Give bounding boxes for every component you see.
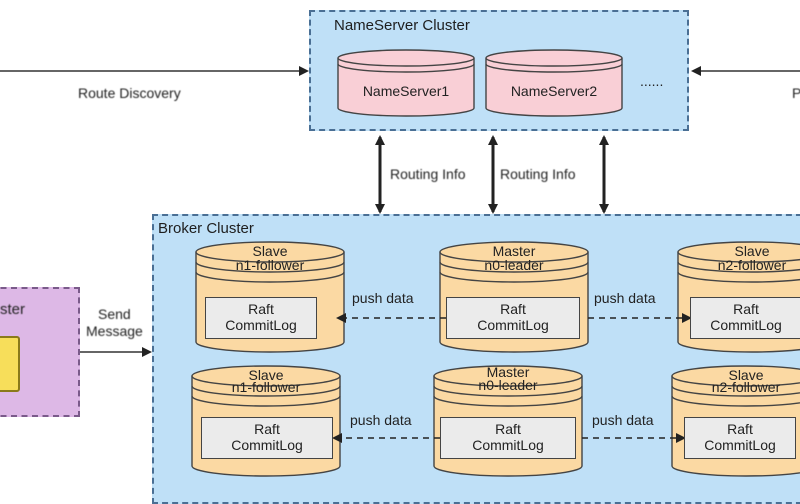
broker-cluster-title: Broker Cluster: [158, 220, 254, 237]
raft-label: Raft: [254, 421, 280, 437]
raft-commitlog-row2-left: Raft CommitLog: [201, 417, 333, 459]
push-data-row2-left: push data: [350, 412, 412, 428]
nameserver2-cylinder: [485, 49, 623, 117]
row2-left-node: n1-follower: [231, 379, 301, 395]
push-data-row2-right: push data: [592, 412, 654, 428]
commitlog-label: CommitLog: [704, 437, 776, 453]
row2-center-node: n0-leader: [478, 377, 538, 393]
raft-label: Raft: [495, 421, 521, 437]
commitlog-label: CommitLog: [472, 437, 544, 453]
raft-commitlog-row2-right: Raft CommitLog: [684, 417, 796, 459]
nameserver1-label: NameServer1: [362, 83, 450, 99]
commitlog-label: CommitLog: [710, 317, 782, 333]
raft-commitlog-row2-center: Raft CommitLog: [440, 417, 576, 459]
nameserver1-cylinder: [337, 49, 475, 117]
row1-center-role: Master: [492, 243, 536, 259]
raft-commitlog-row1-right: Raft CommitLog: [690, 297, 800, 339]
raft-label: Raft: [248, 301, 274, 317]
routing-info-label-left: Routing Info: [390, 166, 466, 182]
routing-info-label-right: Routing Info: [500, 166, 576, 182]
commitlog-label: CommitLog: [231, 437, 303, 453]
nameserver-more: ......: [640, 73, 664, 89]
nameserver2-label: NameServer2: [510, 83, 598, 99]
row2-center-role: Master: [486, 364, 530, 380]
send-message-label-line1: Send: [98, 306, 131, 322]
row2-right-node: n2-follower: [711, 379, 781, 395]
commitlog-label: CommitLog: [225, 317, 297, 333]
row1-right-node: n2-follower: [717, 257, 787, 273]
producer-cluster-title: ster: [0, 301, 26, 318]
raft-commitlog-row1-center: Raft CommitLog: [446, 297, 580, 339]
raft-label: Raft: [500, 301, 526, 317]
row1-left-node: n1-follower: [235, 257, 305, 273]
row1-center-node: n0-leader: [484, 257, 544, 273]
row1-left-role: Slave: [252, 243, 288, 259]
row2-left-role: Slave: [248, 367, 284, 383]
raft-commitlog-row1-left: Raft CommitLog: [205, 297, 317, 339]
nameserver-cluster-title: NameServer Cluster: [334, 17, 470, 34]
route-discovery-label: Route Discovery: [78, 85, 181, 101]
push-data-row1-right: push data: [594, 290, 656, 306]
right-partial-label: P: [792, 85, 800, 101]
send-message-label-line2: Message: [86, 323, 143, 339]
row2-right-role: Slave: [728, 367, 764, 383]
raft-label: Raft: [733, 301, 759, 317]
push-data-row1-left: push data: [352, 290, 414, 306]
commitlog-label: CommitLog: [477, 317, 549, 333]
raft-label: Raft: [727, 421, 753, 437]
row1-right-role: Slave: [734, 243, 770, 259]
producer-icon: [0, 336, 20, 392]
